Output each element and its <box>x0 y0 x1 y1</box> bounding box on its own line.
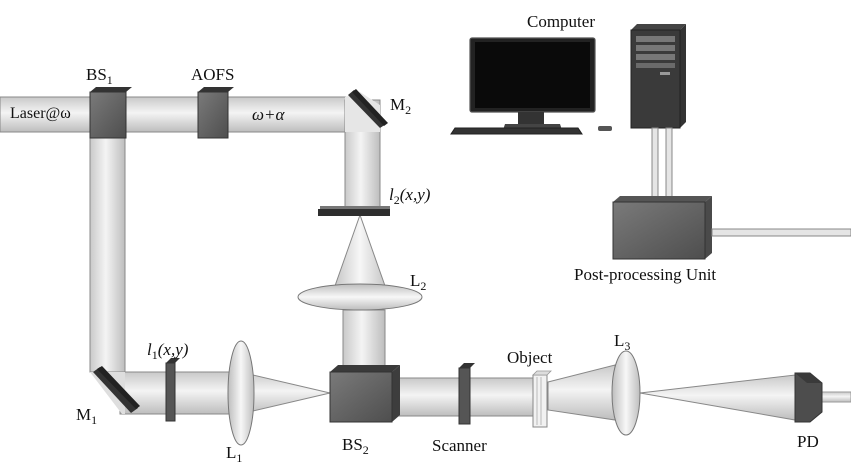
beam-bs1-to-m2 <box>124 96 356 133</box>
lens-l3 <box>611 350 641 436</box>
label-l1xy: l1(x,y) <box>147 341 188 361</box>
beam-pd-output <box>821 391 851 403</box>
label-bs1: BS1 <box>86 66 113 86</box>
label-pd-text: PD <box>797 432 819 451</box>
photodetector-pd <box>794 372 823 423</box>
label-m1-text: M <box>76 405 92 424</box>
label-lens-l1: L1 <box>226 444 242 464</box>
pd-signal-cable <box>711 228 851 237</box>
label-l1xy-sub: 1 <box>151 348 158 362</box>
lens-l2 <box>297 283 423 311</box>
label-l2xy: l2(x,y) <box>389 186 430 206</box>
label-l1xy-symbol: l <box>147 340 152 359</box>
label-aofs: AOFS <box>191 66 234 83</box>
computer-cables <box>651 127 673 201</box>
label-post-processing-unit: Post-processing Unit <box>574 266 716 283</box>
beam-object-to-l3 <box>547 364 616 421</box>
label-m1: M1 <box>76 406 97 426</box>
label-laser: Laser@ω <box>10 106 71 122</box>
lens-l1 <box>227 340 255 446</box>
label-m1-sub: 1 <box>91 413 98 427</box>
label-frequency-shift: ω+α <box>252 106 284 123</box>
label-lens-l3: L3 <box>614 332 630 352</box>
label-pd: PD <box>797 433 819 450</box>
label-aofs-text: AOFS <box>191 65 235 84</box>
mask-l1 <box>165 358 180 422</box>
label-bs2-text: BS <box>342 435 363 454</box>
mask-l2 <box>318 206 390 216</box>
beam-splitter-bs1 <box>89 87 132 139</box>
computer-tower <box>630 24 686 129</box>
label-frequency-shift-text: ω+α <box>252 105 285 124</box>
label-m2: M2 <box>390 96 411 116</box>
label-lens-l2: L2 <box>410 272 426 292</box>
label-lens-l3-text: L <box>614 331 625 350</box>
label-scanner: Scanner <box>432 437 487 454</box>
label-lens-l2-sub: 2 <box>420 279 427 293</box>
label-l2xy-symbol: l <box>389 185 394 204</box>
label-bs1-sub: 1 <box>106 73 113 87</box>
label-computer: Computer <box>527 13 595 30</box>
monitor <box>469 37 596 130</box>
mirror-m1 <box>93 366 140 413</box>
post-processing-unit-box <box>612 196 712 260</box>
scanner-device <box>458 363 475 425</box>
label-m2-sub: 2 <box>405 103 412 117</box>
keyboard <box>450 127 583 135</box>
label-bs2-sub: 2 <box>362 443 369 457</box>
object-sample <box>532 370 552 428</box>
beam-bs1-down <box>89 131 126 373</box>
beam-l2-to-bs2 <box>342 309 386 371</box>
label-lens-l3-sub: 3 <box>624 339 631 353</box>
label-object-text: Object <box>507 348 553 367</box>
label-l2xy-coords: (x,y) <box>399 185 431 204</box>
label-bs2: BS2 <box>342 436 369 456</box>
label-m2-text: M <box>390 95 406 114</box>
label-laser-text: Laser@ω <box>10 105 71 122</box>
label-computer-text: Computer <box>527 12 595 31</box>
label-post-processing-unit-text: Post-processing Unit <box>574 265 717 284</box>
label-l2xy-sub: 2 <box>393 193 400 207</box>
beam-l3-to-pd <box>639 374 796 421</box>
label-scanner-text: Scanner <box>432 436 487 455</box>
mouse <box>598 126 612 131</box>
mirror-m2 <box>348 89 388 128</box>
label-bs1-text: BS <box>86 65 107 84</box>
label-lens-l1-text: L <box>226 443 237 462</box>
label-l1xy-coords: (x,y) <box>157 340 189 359</box>
label-object: Object <box>507 349 552 366</box>
aofs-device <box>197 87 234 139</box>
label-lens-l1-sub: 1 <box>236 451 243 465</box>
label-lens-l2-text: L <box>410 271 421 290</box>
beam-splitter-bs2 <box>329 365 400 423</box>
